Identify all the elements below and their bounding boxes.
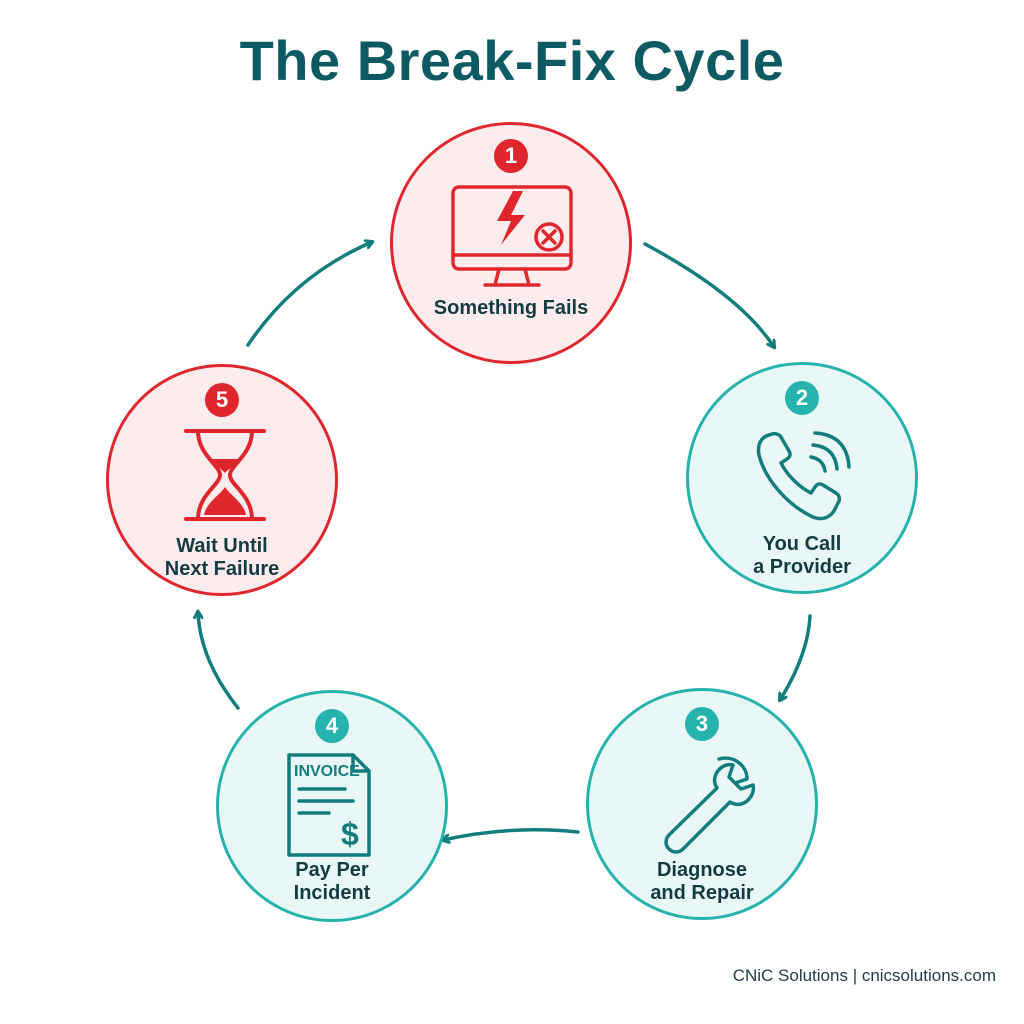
arrow-4-to-5	[198, 612, 240, 710]
step-4-label: Pay Per Incident	[293, 859, 371, 904]
step-5-node: 5 Wait Until Next Failure	[106, 364, 338, 596]
dollar-sign: $	[341, 816, 359, 852]
invoice-icon: INVOICE $	[287, 753, 371, 857]
step-3-label: Diagnose and Repair	[650, 859, 754, 904]
invoice-word: INVOICE	[294, 763, 360, 780]
step-4-badge: 4	[315, 709, 349, 743]
step-4-node: 4 INVOICE $ Pay Per Incident	[216, 690, 448, 922]
step-5-label: Wait Until Next Failure	[164, 535, 280, 580]
step-1-badge: 1	[494, 139, 528, 173]
arrow-1-to-2	[643, 242, 774, 347]
step-5-badge: 5	[205, 383, 239, 417]
arrow-3-to-4	[443, 828, 580, 840]
arrow-2-to-3	[780, 614, 812, 700]
step-2-node: 2 You Call a Provider	[686, 362, 918, 594]
phone-icon	[756, 431, 851, 521]
arrow-5-to-1	[246, 242, 372, 347]
step-2-label: You Call a Provider	[753, 533, 851, 578]
step-3-node: 3 Diagnose and Repair	[586, 688, 818, 920]
broken-monitor-icon	[451, 185, 573, 287]
step-2-badge: 2	[785, 381, 819, 415]
step-3-badge: 3	[685, 707, 719, 741]
step-1-label: Something Fails	[433, 297, 589, 319]
wrench-icon	[664, 756, 756, 854]
footer-credit: CNiC Solutions | cnicsolutions.com	[732, 966, 996, 985]
step-1-node: 1 Something Fails	[390, 122, 632, 364]
page-title: The Break-Fix Cycle	[239, 29, 785, 92]
hourglass-icon	[184, 429, 266, 521]
